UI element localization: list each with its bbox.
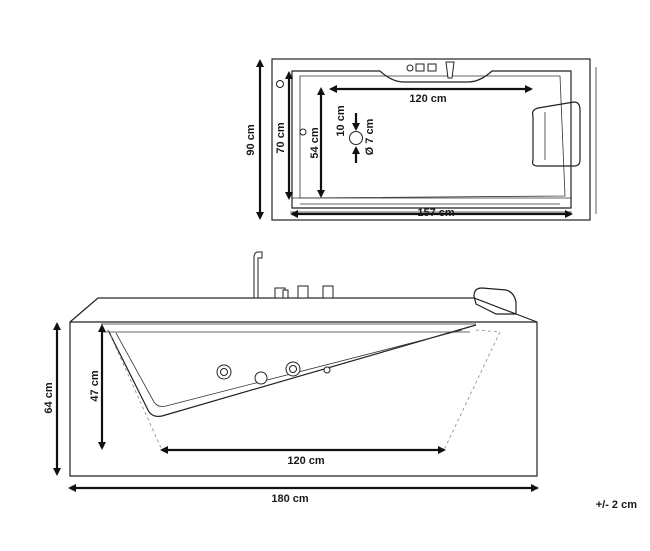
- dim-top-inner-length: 120 cm: [409, 93, 447, 105]
- dim-top-width-total: 157 cm: [417, 207, 455, 219]
- dim-side-inner-length: 120 cm: [287, 455, 325, 467]
- dim-top-depth-total: 90 cm: [245, 124, 257, 155]
- headrest-pillow: [531, 101, 581, 167]
- dim-drain-offset: 10 cm: [335, 105, 347, 136]
- faucet-fixtures: [253, 251, 334, 299]
- side-view-drawing: [69, 251, 538, 477]
- inner-basin-profile: [107, 324, 477, 417]
- tub-inner-basin: [291, 70, 572, 209]
- control-panel: [406, 61, 455, 79]
- tolerance-note: +/- 2 cm: [596, 499, 637, 511]
- side-button-top: [276, 80, 284, 88]
- dim-side-height-total: 64 cm: [43, 382, 55, 413]
- dim-top-depth-bottom: 54 cm: [309, 127, 321, 158]
- dim-side-height-inner: 47 cm: [89, 370, 101, 401]
- side-button-mid: [299, 128, 307, 136]
- tub-outer-rim: [271, 58, 591, 221]
- dim-side-length-total: 180 cm: [271, 493, 309, 505]
- tub-inner-slope: [299, 75, 566, 199]
- jets: [216, 361, 331, 385]
- dim-top-depth-inner: 70 cm: [275, 122, 287, 153]
- dim-drain-diameter: Ø 7 cm: [364, 118, 376, 155]
- headrest-side: [473, 287, 517, 315]
- drain-icon: [349, 131, 363, 145]
